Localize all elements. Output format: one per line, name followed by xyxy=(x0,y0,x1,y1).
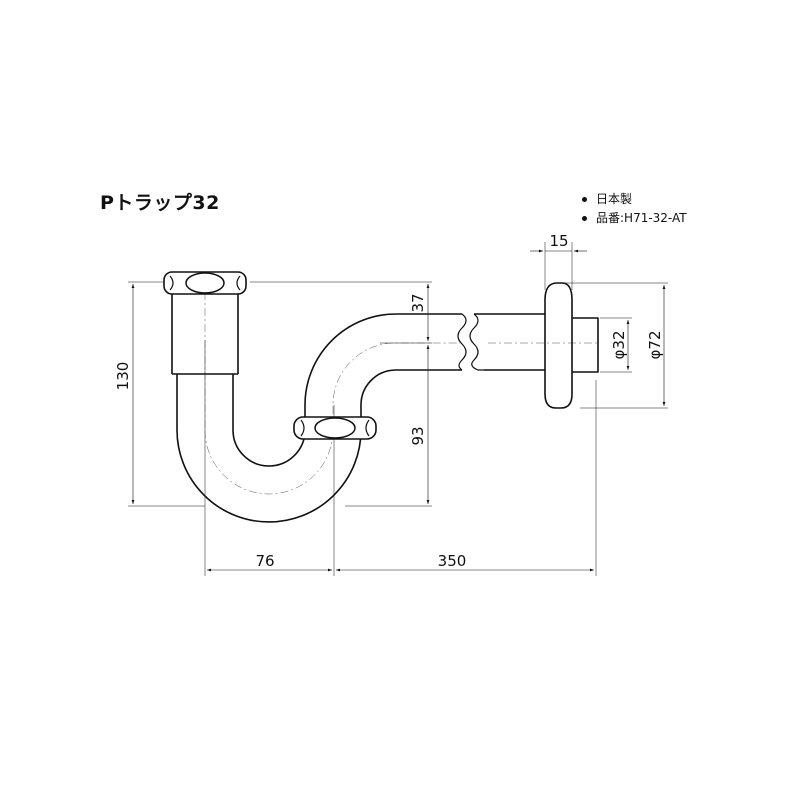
dim-pipe-diameter: φ32 xyxy=(610,331,628,360)
bullet-icon xyxy=(582,197,587,202)
note-item: 品番:H71-32-AT xyxy=(582,209,687,228)
dim-trap-width: 76 xyxy=(255,552,274,570)
trap-pipe xyxy=(171,282,599,523)
dim-flange-diameter: φ72 xyxy=(646,331,664,360)
centerlines xyxy=(204,276,600,495)
dim-overall-height: 130 xyxy=(114,362,132,391)
extension-lines xyxy=(128,242,668,576)
spec-notes: 日本製 品番:H71-32-AT xyxy=(582,190,687,228)
drawing-title: Pトラップ32 xyxy=(100,192,220,214)
dim-outlet-rise: 37 xyxy=(409,293,427,312)
note-origin: 日本製 xyxy=(596,192,633,206)
top-cap-nut xyxy=(163,271,247,295)
dim-flange-thickness: 15 xyxy=(549,232,568,250)
bullet-icon xyxy=(582,216,587,221)
dimension-lines xyxy=(131,249,666,572)
slip-joint-nut xyxy=(293,416,377,440)
note-part-number: 品番:H71-32-AT xyxy=(596,211,687,225)
dim-trap-depth: 93 xyxy=(409,426,427,445)
dim-outlet-length: 350 xyxy=(438,552,467,570)
note-item: 日本製 xyxy=(582,190,687,209)
break-marks xyxy=(457,313,484,371)
